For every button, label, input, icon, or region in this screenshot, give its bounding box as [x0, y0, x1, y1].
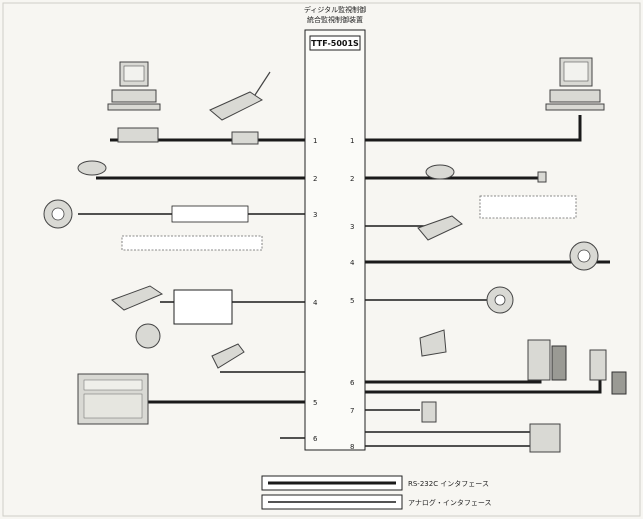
- meter-box-icon: [422, 402, 436, 422]
- port-right-7: 7: [350, 407, 354, 415]
- port-left-6: 6: [313, 435, 318, 443]
- port-left-5: 5: [313, 399, 317, 407]
- pc-body-right-icon: [550, 90, 600, 102]
- link-right-1: [365, 115, 580, 140]
- router-icon: [418, 216, 462, 240]
- device-monitor-pc-right: [546, 58, 604, 110]
- tower-2-icon: [552, 346, 566, 380]
- center-caption-2: 統合監視制御装置: [307, 15, 363, 24]
- pc-printer-icon: [118, 128, 158, 142]
- meter-device-icon: [112, 286, 162, 310]
- device-bottom-right: [422, 402, 560, 452]
- panel-right-icon: [530, 424, 560, 452]
- recorder-icon: [136, 324, 160, 348]
- link-right-6: [365, 360, 540, 382]
- center-unit: ディジタル監視制御 統合監視制御装置 TTF-5001S 1 2 3 4 5 6…: [304, 5, 366, 451]
- device-mobile-phone: [210, 72, 270, 144]
- pc-keyboard-right-icon: [546, 104, 604, 110]
- port-left-4: 4: [313, 299, 318, 307]
- pc-keyboard-icon: [108, 104, 160, 110]
- note-box-right: [480, 196, 576, 218]
- device-panel-bottom-left: [78, 374, 148, 424]
- port-right-4: 4: [350, 259, 355, 267]
- port-left-3: 3: [313, 211, 317, 219]
- device-modem-right: [426, 165, 576, 218]
- center-unit-box: [305, 30, 365, 450]
- note-box-left: [122, 236, 262, 250]
- device-towers-right: [528, 340, 626, 394]
- center-caption-1: ディジタル監視制御: [304, 5, 366, 14]
- modem-left-icon: [78, 161, 106, 175]
- tower-3-icon: [590, 350, 606, 380]
- port-right-6: 6: [350, 379, 355, 387]
- sub-box-left-2: [174, 290, 232, 324]
- device-sensor-right: [420, 330, 446, 356]
- sensor-right-icon: [420, 330, 446, 356]
- port-right-2: 2: [350, 175, 354, 183]
- plug-icon: [538, 172, 546, 182]
- port-left-2: 2: [313, 175, 317, 183]
- mobile-phone-icon: [210, 92, 262, 120]
- device-modem-left: [78, 161, 106, 175]
- sub-box-left-1: [172, 206, 248, 222]
- modem-right-icon: [426, 165, 454, 179]
- tower-1-icon: [528, 340, 550, 380]
- sensor-icon: [212, 344, 244, 368]
- device-panel-left: [44, 200, 262, 250]
- legend-digital-text: RS-232C インタフェース: [408, 479, 489, 488]
- port-right-1: 1: [350, 137, 354, 145]
- device-monitor-pc-left: [108, 62, 160, 142]
- port-right-3: 3: [350, 223, 354, 231]
- port-left-1: 1: [313, 137, 317, 145]
- device-meter-left: [112, 286, 244, 368]
- center-model: TTF-5001S: [311, 39, 359, 48]
- pc-body-icon: [112, 90, 156, 102]
- port-right-5: 5: [350, 297, 354, 305]
- legend: RS-232C インタフェース アナログ・インタフェース: [262, 476, 492, 509]
- tower-4-icon: [612, 372, 626, 394]
- device-dial-right: [487, 242, 598, 313]
- port-right-8: 8: [350, 443, 354, 451]
- device-router-right: [418, 216, 462, 240]
- legend-analog-text: アナログ・インタフェース: [408, 498, 492, 507]
- modem-small-icon: [232, 132, 258, 144]
